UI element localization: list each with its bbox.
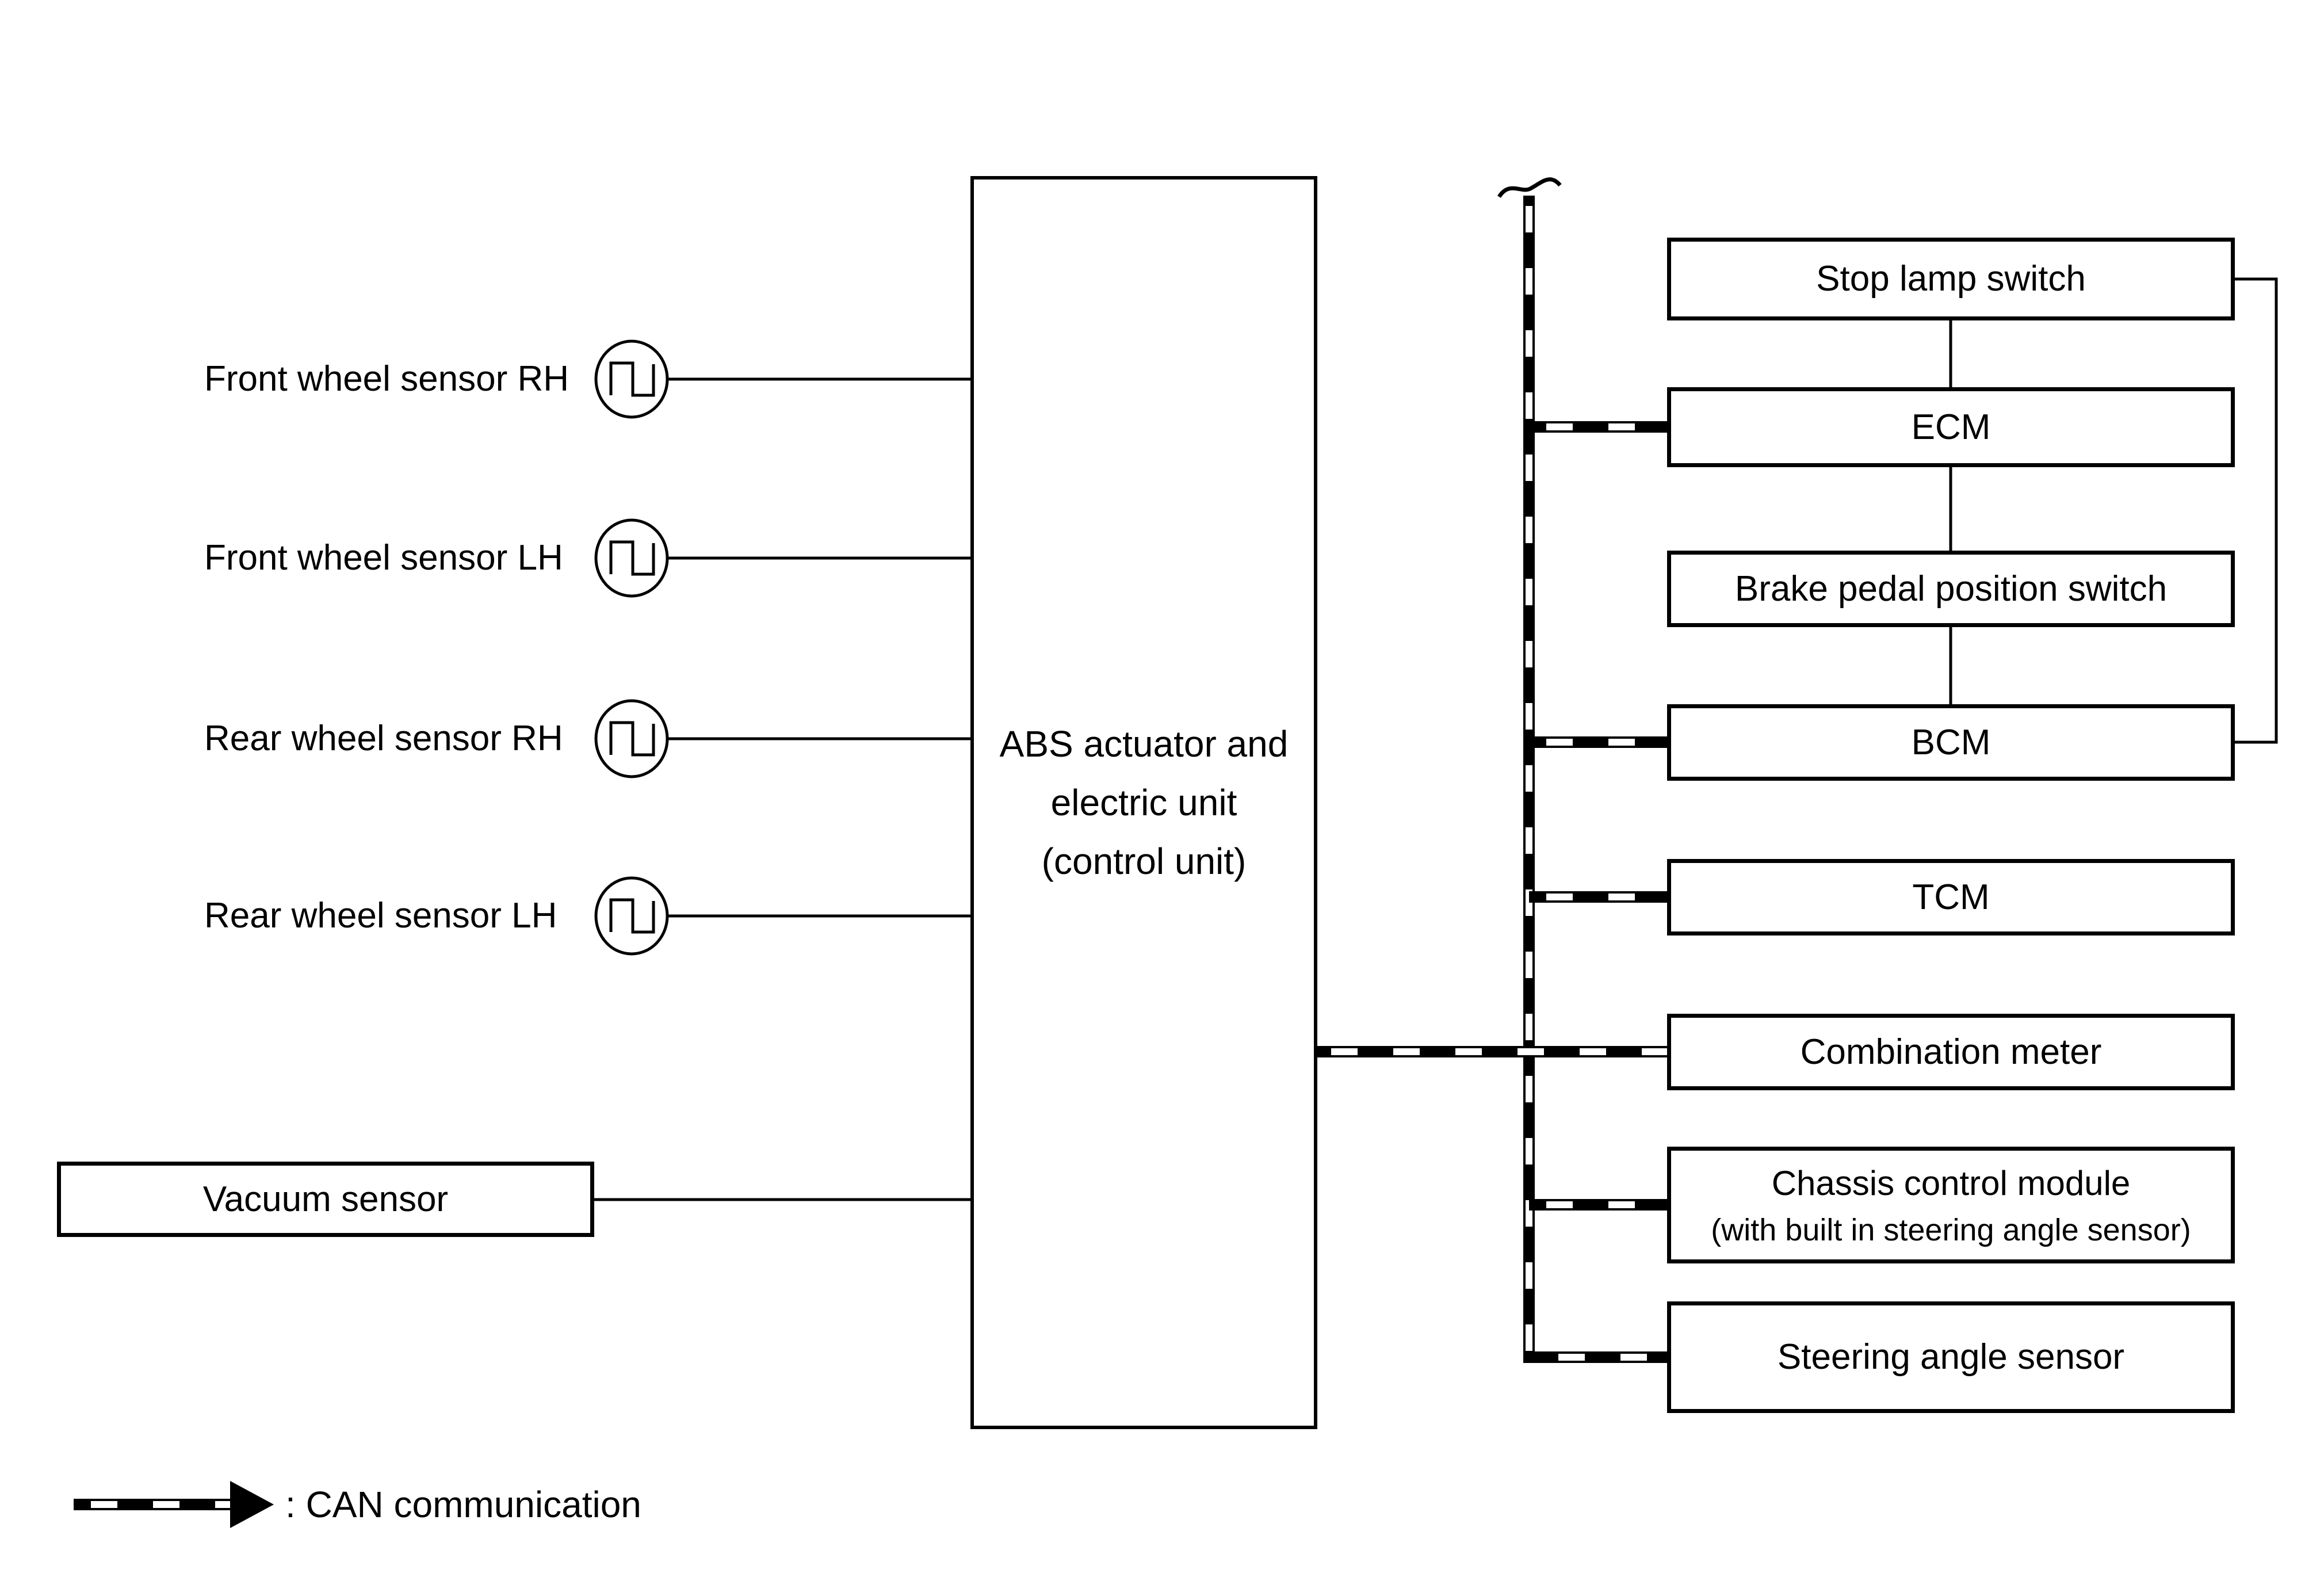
module-label: TCM [1912, 877, 1990, 917]
legend-arrowhead-icon [230, 1481, 274, 1528]
module-box-chassis-control-module: Chassis control module (with built in st… [1667, 1147, 2235, 1263]
module-box-bcm: BCM [1667, 704, 2235, 781]
pulse-sensor-icons [594, 339, 669, 956]
module-box-stop-lamp-switch: Stop lamp switch [1667, 238, 2235, 320]
module-label: BCM [1911, 722, 1991, 762]
abs-unit-label-line2: electric unit [1050, 782, 1237, 823]
pulse-sensor-icon [594, 518, 669, 598]
module-box-ecm: ECM [1667, 387, 2235, 467]
can-bus-line-dashes [1526, 196, 1667, 1361]
module-label: ECM [1911, 407, 1991, 447]
stoplamp-bcm-wire [2235, 277, 2278, 744]
module-label: Brake pedal position switch [1734, 568, 2168, 609]
module-box-steering-angle-sensor: Steering angle sensor [1667, 1301, 2235, 1413]
module-box-tcm: TCM [1667, 859, 2235, 935]
module-box-combination-meter: Combination meter [1667, 1014, 2235, 1090]
sensor-label-rear-lh: Rear wheel sensor LH [204, 896, 557, 935]
sensor-label-rear-rh: Rear wheel sensor RH [204, 719, 563, 758]
can-bus [1317, 177, 1667, 1363]
sensor-label-front-lh: Front wheel sensor LH [204, 538, 563, 578]
module-sublabel: (with built in steering angle sensor) [1711, 1212, 2191, 1247]
abs-unit-label-line3: (control unit) [1041, 841, 1247, 882]
module-label: Combination meter [1800, 1032, 2102, 1072]
module-label: Chassis control module [1771, 1163, 2131, 1202]
bus-continuation-squiggle-icon [1497, 177, 1562, 198]
abs-unit-label-line1: ABS actuator and [999, 723, 1289, 765]
sensor-label-front-rh: Front wheel sensor RH [204, 359, 569, 399]
abs-unit-box: ABS actuator and electric unit (control … [970, 176, 1317, 1429]
pulse-sensor-icon [594, 699, 669, 778]
can-bus-line [1523, 196, 1667, 1363]
legend-label: : CAN communication [285, 1484, 641, 1525]
pulse-sensor-icon [594, 876, 669, 956]
vacuum-sensor-label: Vacuum sensor [202, 1179, 449, 1219]
module-label: Steering angle sensor [1777, 1337, 2125, 1377]
pulse-sensor-icon [594, 339, 669, 419]
module-box-brake-pedal-position-switch: Brake pedal position switch [1667, 551, 2235, 627]
legend-symbol [74, 1481, 274, 1528]
module-label: Stop lamp switch [1816, 259, 2086, 299]
vacuum-sensor-box: Vacuum sensor [57, 1162, 594, 1237]
